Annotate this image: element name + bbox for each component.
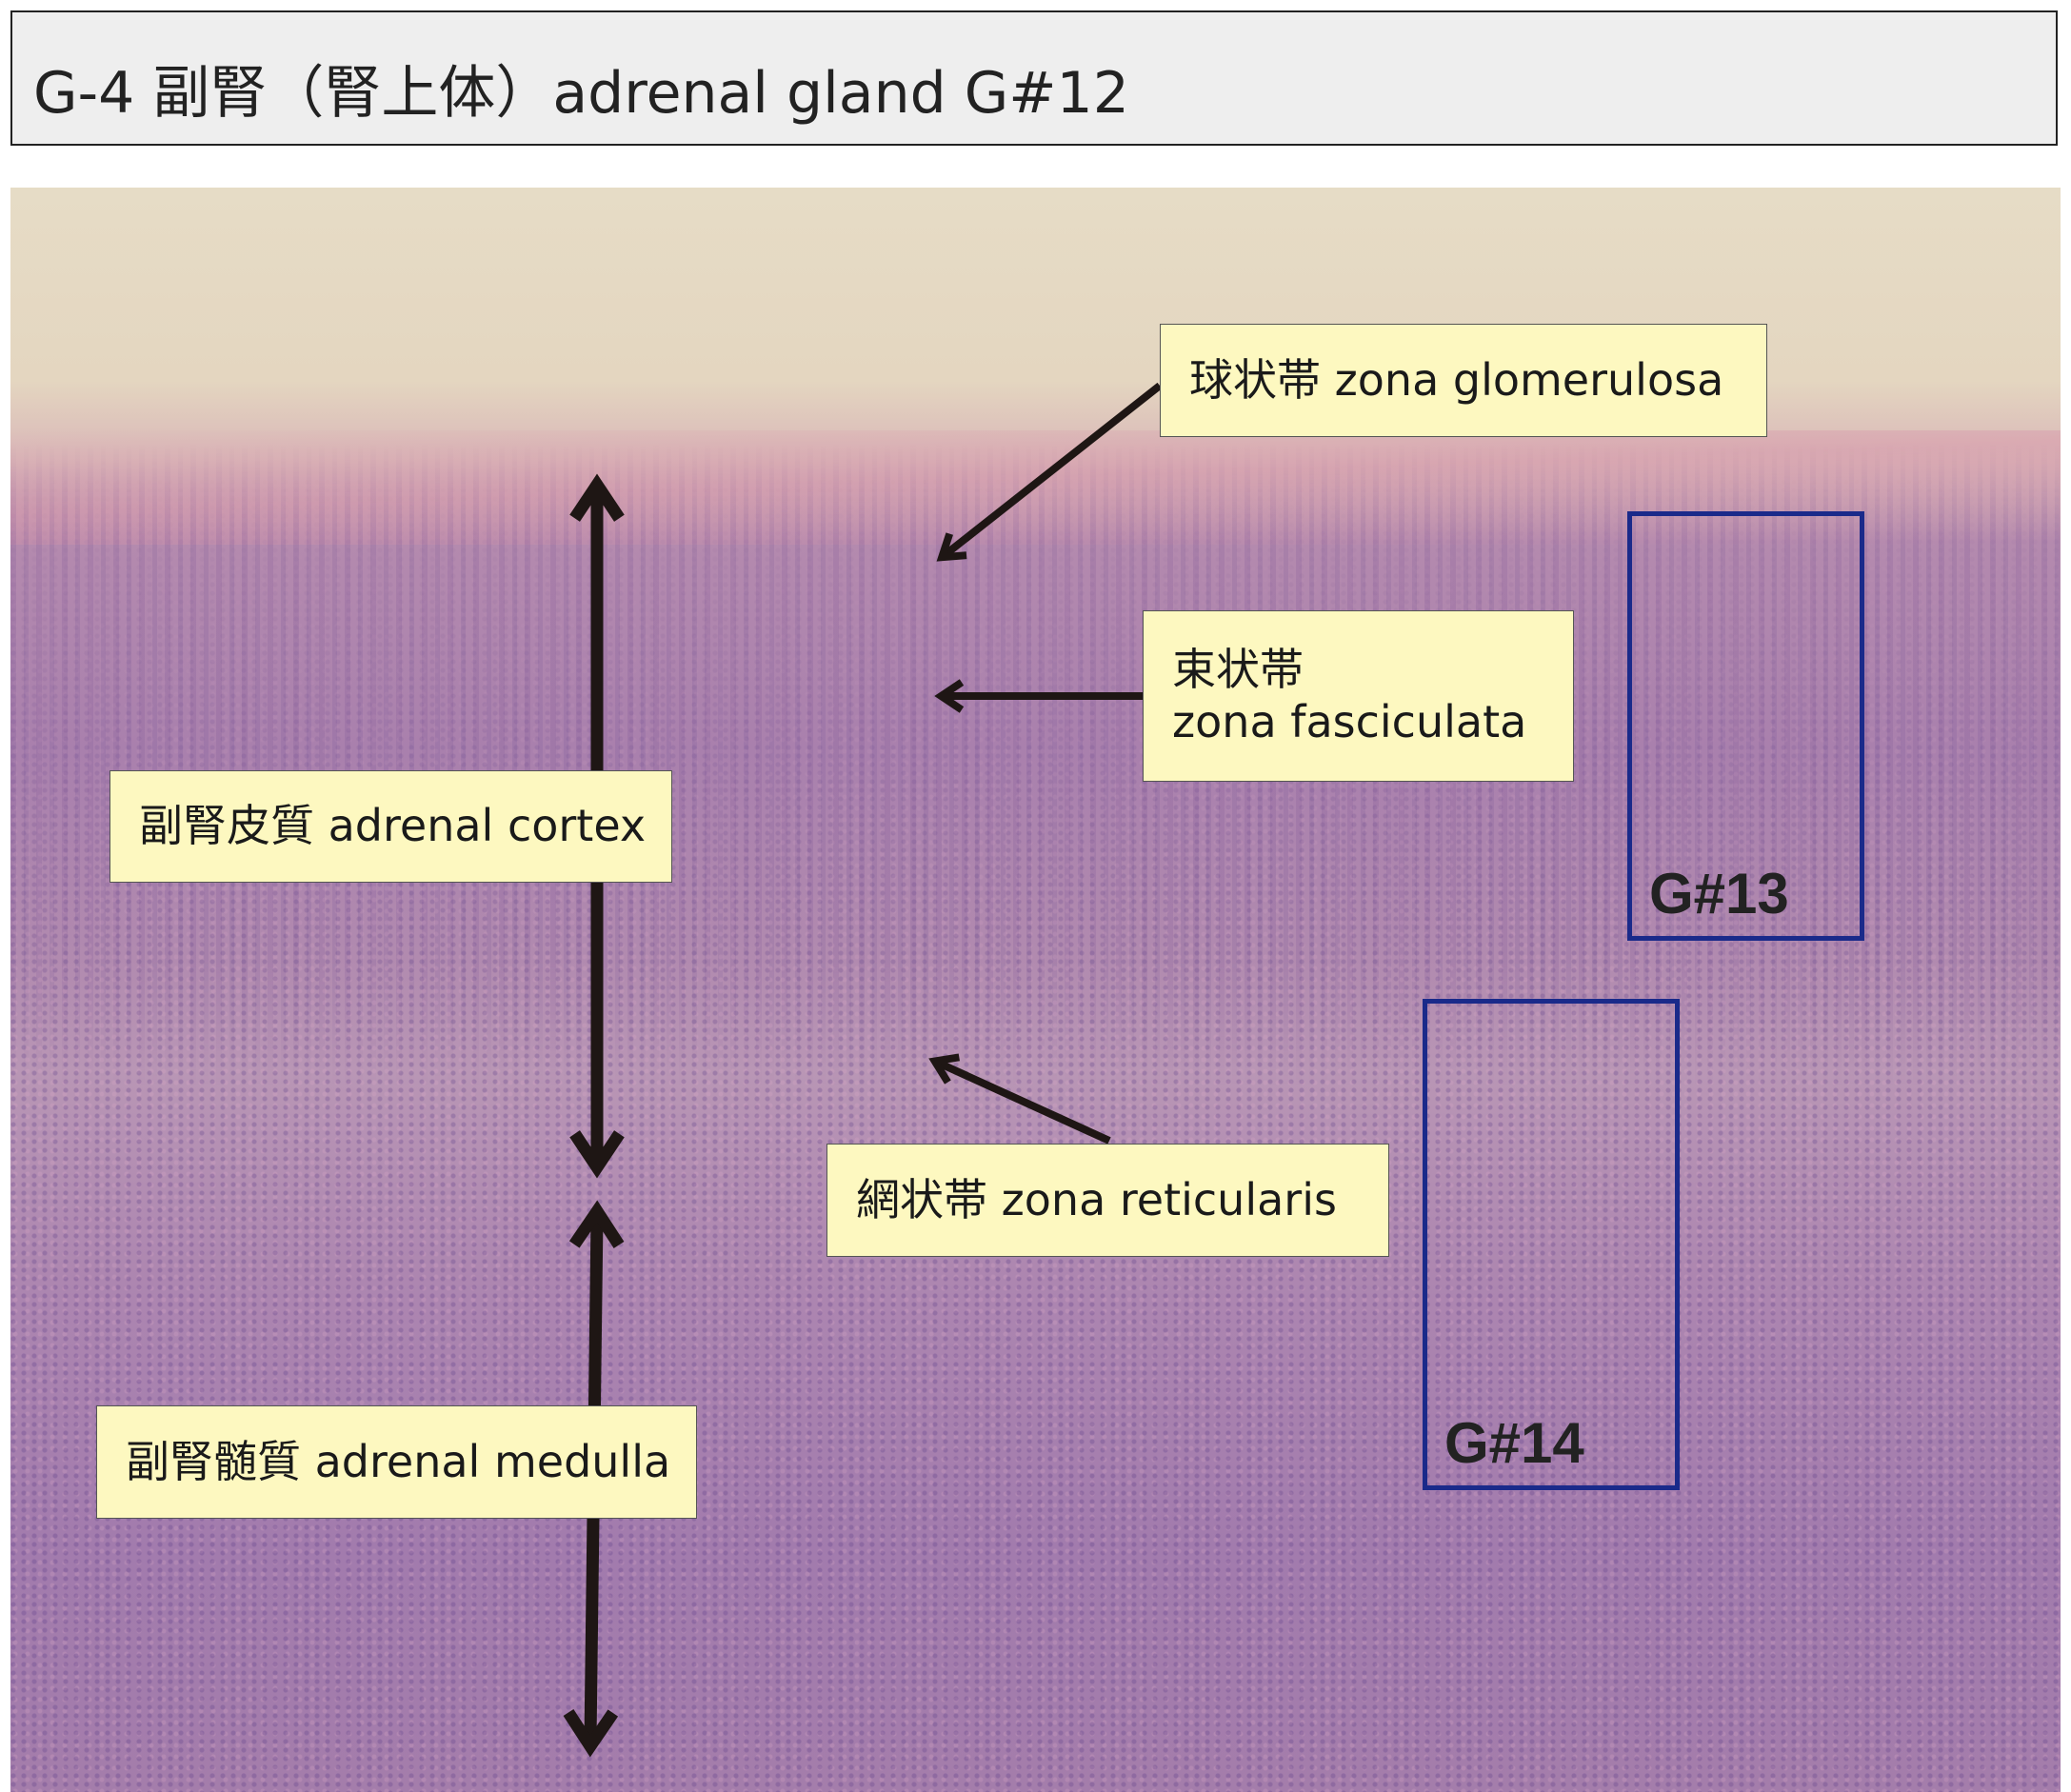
- label-text: 副腎髄質 adrenal medulla: [126, 1435, 671, 1487]
- title-box: G-4 副腎（腎上体）adrenal gland G#12: [10, 10, 2058, 146]
- label-adrenal-medulla: 副腎髄質 adrenal medulla: [96, 1405, 697, 1519]
- label-text-jp: 束状帯: [1172, 643, 1304, 695]
- medulla-texture: [10, 188, 2061, 1792]
- page-title: G-4 副腎（腎上体）adrenal gland G#12: [33, 60, 1129, 127]
- reticularis-arrow: [928, 1053, 1111, 1145]
- label-text-en: zona fasciculata: [1172, 696, 1527, 747]
- glomerulosa-arrow: [936, 382, 1163, 562]
- region-label: G#14: [1444, 1411, 1584, 1475]
- cortex-texture: [10, 188, 2061, 1792]
- label-zona-fasciculata: 束状帯 zona fasciculata: [1143, 610, 1574, 782]
- label-zona-glomerulosa: 球状帯 zona glomerulosa: [1160, 324, 1767, 437]
- region-box-g13: G#13: [1627, 511, 1864, 941]
- label-text: 球状帯 zona glomerulosa: [1189, 353, 1724, 406]
- label-zona-reticularis: 網状帯 zona reticularis: [826, 1144, 1389, 1257]
- histology-image: [10, 188, 2061, 1792]
- label-adrenal-cortex: 副腎皮質 adrenal cortex: [110, 770, 672, 883]
- region-label: G#13: [1649, 862, 1789, 926]
- label-text: 網状帯 zona reticularis: [856, 1173, 1337, 1225]
- label-text: 副腎皮質 adrenal cortex: [139, 800, 647, 852]
- region-box-g14: G#14: [1423, 999, 1680, 1490]
